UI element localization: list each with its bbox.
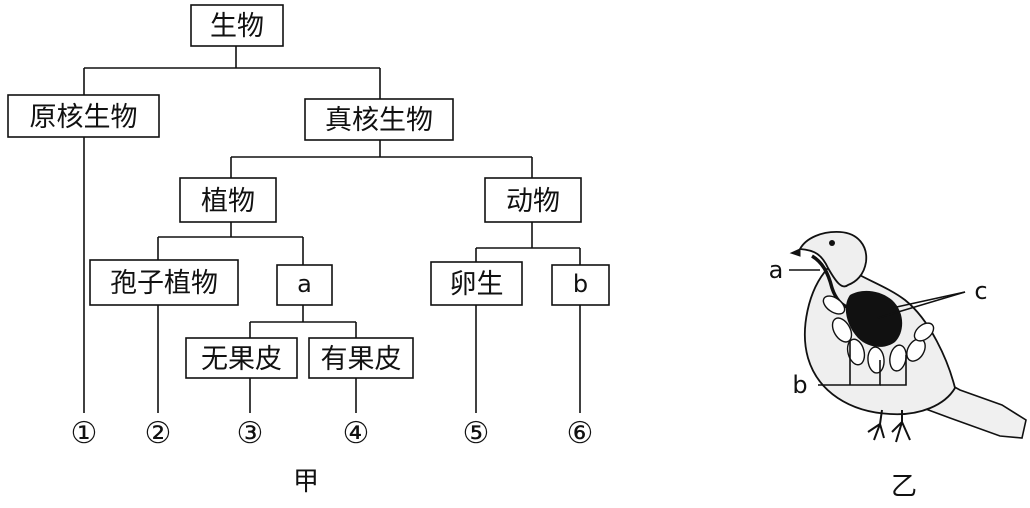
node-root-label: 生物: [210, 11, 264, 42]
node-prokaryote: 原核生物: [7, 94, 160, 138]
bird-label-c: c: [974, 277, 987, 305]
node-no-pericarp-label: 无果皮: [201, 344, 282, 375]
node-oviparous-label: 卵生: [450, 269, 504, 300]
leaf-5: ⑤: [463, 416, 490, 451]
bird-illustration: [789, 231, 1027, 443]
node-a-label: a: [297, 270, 312, 298]
node-plant: 植物: [179, 177, 277, 223]
node-b: b: [551, 264, 610, 306]
bird-pointers: [789, 269, 966, 386]
node-root: 生物: [190, 4, 284, 47]
leaf-3: ③: [237, 416, 264, 451]
node-prokaryote-label: 原核生物: [30, 102, 138, 133]
bird-label-b: b: [792, 371, 807, 399]
node-plant-label: 植物: [201, 186, 255, 217]
node-no-pericarp: 无果皮: [185, 337, 298, 379]
caption-jia: 甲: [293, 467, 319, 497]
leaf-6: ⑥: [567, 416, 594, 451]
node-spore-plant-label: 孢子植物: [110, 268, 218, 299]
node-b-label: b: [573, 270, 588, 298]
node-eukaryote-label: 真核生物: [325, 105, 433, 136]
leaf-1: ①: [71, 416, 98, 451]
node-animal-label: 动物: [506, 186, 560, 217]
node-animal: 动物: [484, 177, 582, 223]
leaf-4: ④: [343, 416, 370, 451]
caption-yi: 乙: [891, 472, 917, 502]
node-with-pericarp-label: 有果皮: [321, 344, 402, 375]
leaf-2: ②: [145, 416, 172, 451]
tree-connectors: [83, 46, 581, 413]
node-oviparous: 卵生: [430, 261, 523, 306]
node-with-pericarp: 有果皮: [308, 337, 414, 379]
node-a: a: [276, 264, 333, 306]
node-spore-plant: 孢子植物: [89, 259, 239, 306]
node-eukaryote: 真核生物: [304, 98, 454, 141]
bird-label-a: a: [769, 256, 784, 284]
